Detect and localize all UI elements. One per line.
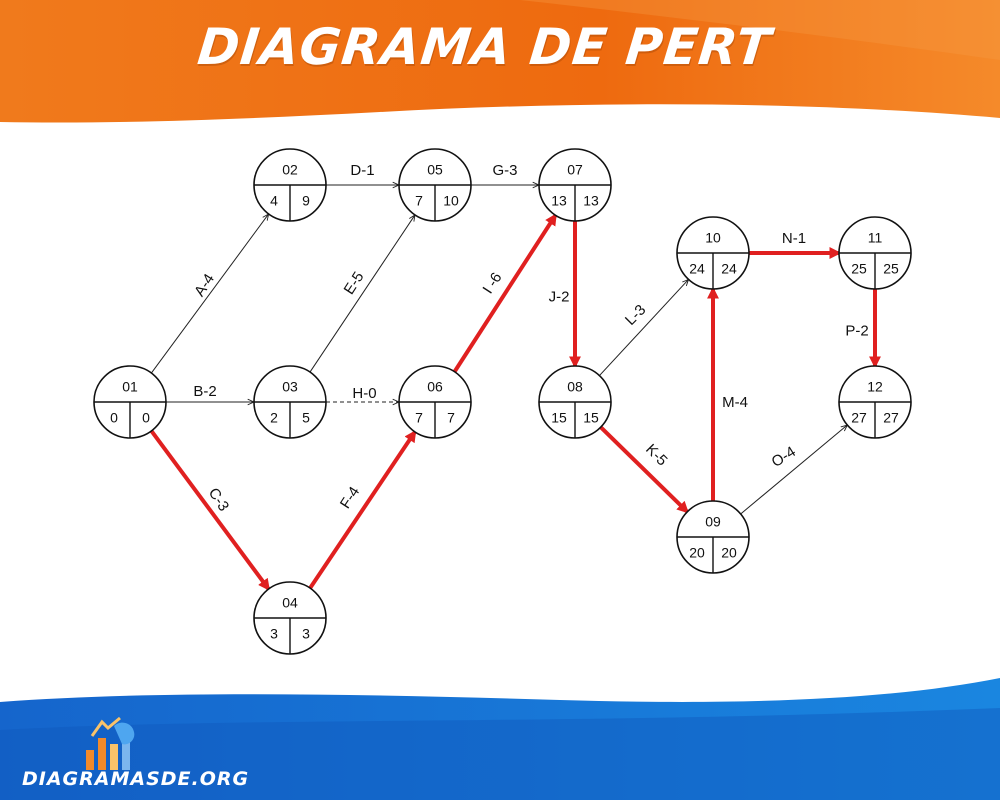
late-time: 24 <box>721 261 737 277</box>
activity-label: G-3 <box>492 162 517 179</box>
event-number: 11 <box>868 230 883 246</box>
late-time: 20 <box>721 545 737 561</box>
early-time: 3 <box>270 626 278 642</box>
late-time: 25 <box>883 261 899 277</box>
event-number: 02 <box>282 162 298 178</box>
late-time: 10 <box>443 193 459 209</box>
activity-label: H-0 <box>352 385 376 402</box>
brand-name: DIAGRAMASDE.ORG <box>22 768 250 790</box>
event-number: 10 <box>705 230 721 246</box>
event-node-05: 057 10 <box>398 148 472 222</box>
activity-label: J-2 <box>549 288 570 305</box>
event-node-02: 024 9 <box>253 148 327 222</box>
event-number: 12 <box>867 379 883 395</box>
activity-label: K-5 <box>642 441 671 470</box>
activity-arrow-e-5 <box>309 215 415 373</box>
late-time: 0 <box>142 410 150 426</box>
event-number: 01 <box>122 379 138 395</box>
activity-arrow-f-4 <box>308 429 417 590</box>
activity-label: D-1 <box>350 162 374 179</box>
activity-arrow-o-4 <box>740 425 848 515</box>
event-node-03: 032 5 <box>253 365 327 439</box>
early-time: 2 <box>270 410 278 426</box>
activity-label: A-4 <box>191 271 218 300</box>
event-node-01: 010 0 <box>93 365 167 439</box>
event-number: 06 <box>427 379 443 395</box>
activity-arrow-a-4 <box>150 214 268 374</box>
late-time: 9 <box>302 193 310 209</box>
early-time: 20 <box>689 545 705 561</box>
late-time: 5 <box>302 410 310 426</box>
early-time: 0 <box>110 410 118 426</box>
early-time: 24 <box>689 261 705 277</box>
activity-arrow-l-3 <box>599 279 688 376</box>
event-number: 04 <box>282 595 298 611</box>
activity-label: F-4 <box>337 484 364 512</box>
activity-label: L-3 <box>622 301 649 328</box>
early-time: 7 <box>415 410 423 426</box>
event-number: 08 <box>567 379 583 395</box>
event-number: 07 <box>567 162 583 178</box>
late-time: 15 <box>583 410 599 426</box>
activity-label: M-4 <box>722 394 748 411</box>
footer-band <box>0 678 1000 800</box>
late-time: 7 <box>447 410 455 426</box>
late-time: 13 <box>583 193 599 209</box>
header-band <box>0 0 1000 123</box>
activity-label: I -6 <box>480 269 506 296</box>
edges-layer <box>149 185 881 592</box>
activity-arrow-c-3 <box>149 429 271 592</box>
activity-label: P-2 <box>845 322 868 339</box>
late-time: 27 <box>883 410 899 426</box>
early-time: 15 <box>551 410 567 426</box>
early-time: 4 <box>270 193 278 209</box>
event-node-04: 043 3 <box>253 581 327 655</box>
activity-label: O-4 <box>769 443 799 471</box>
event-number: 09 <box>705 514 721 530</box>
event-number: 03 <box>282 379 298 395</box>
late-time: 3 <box>302 626 310 642</box>
early-time: 27 <box>851 410 867 426</box>
brand-logo-icon <box>86 716 135 770</box>
early-time: 25 <box>851 261 867 277</box>
early-time: 13 <box>551 193 567 209</box>
activity-arrow-i-6 <box>452 213 558 373</box>
early-time: 7 <box>415 193 423 209</box>
event-node-06: 067 7 <box>398 365 472 439</box>
event-number: 05 <box>427 162 443 178</box>
activity-label: N-1 <box>782 230 806 247</box>
activity-label: E-5 <box>341 269 368 298</box>
activity-label: B-2 <box>193 383 216 400</box>
activity-arrow-k-5 <box>599 425 689 514</box>
